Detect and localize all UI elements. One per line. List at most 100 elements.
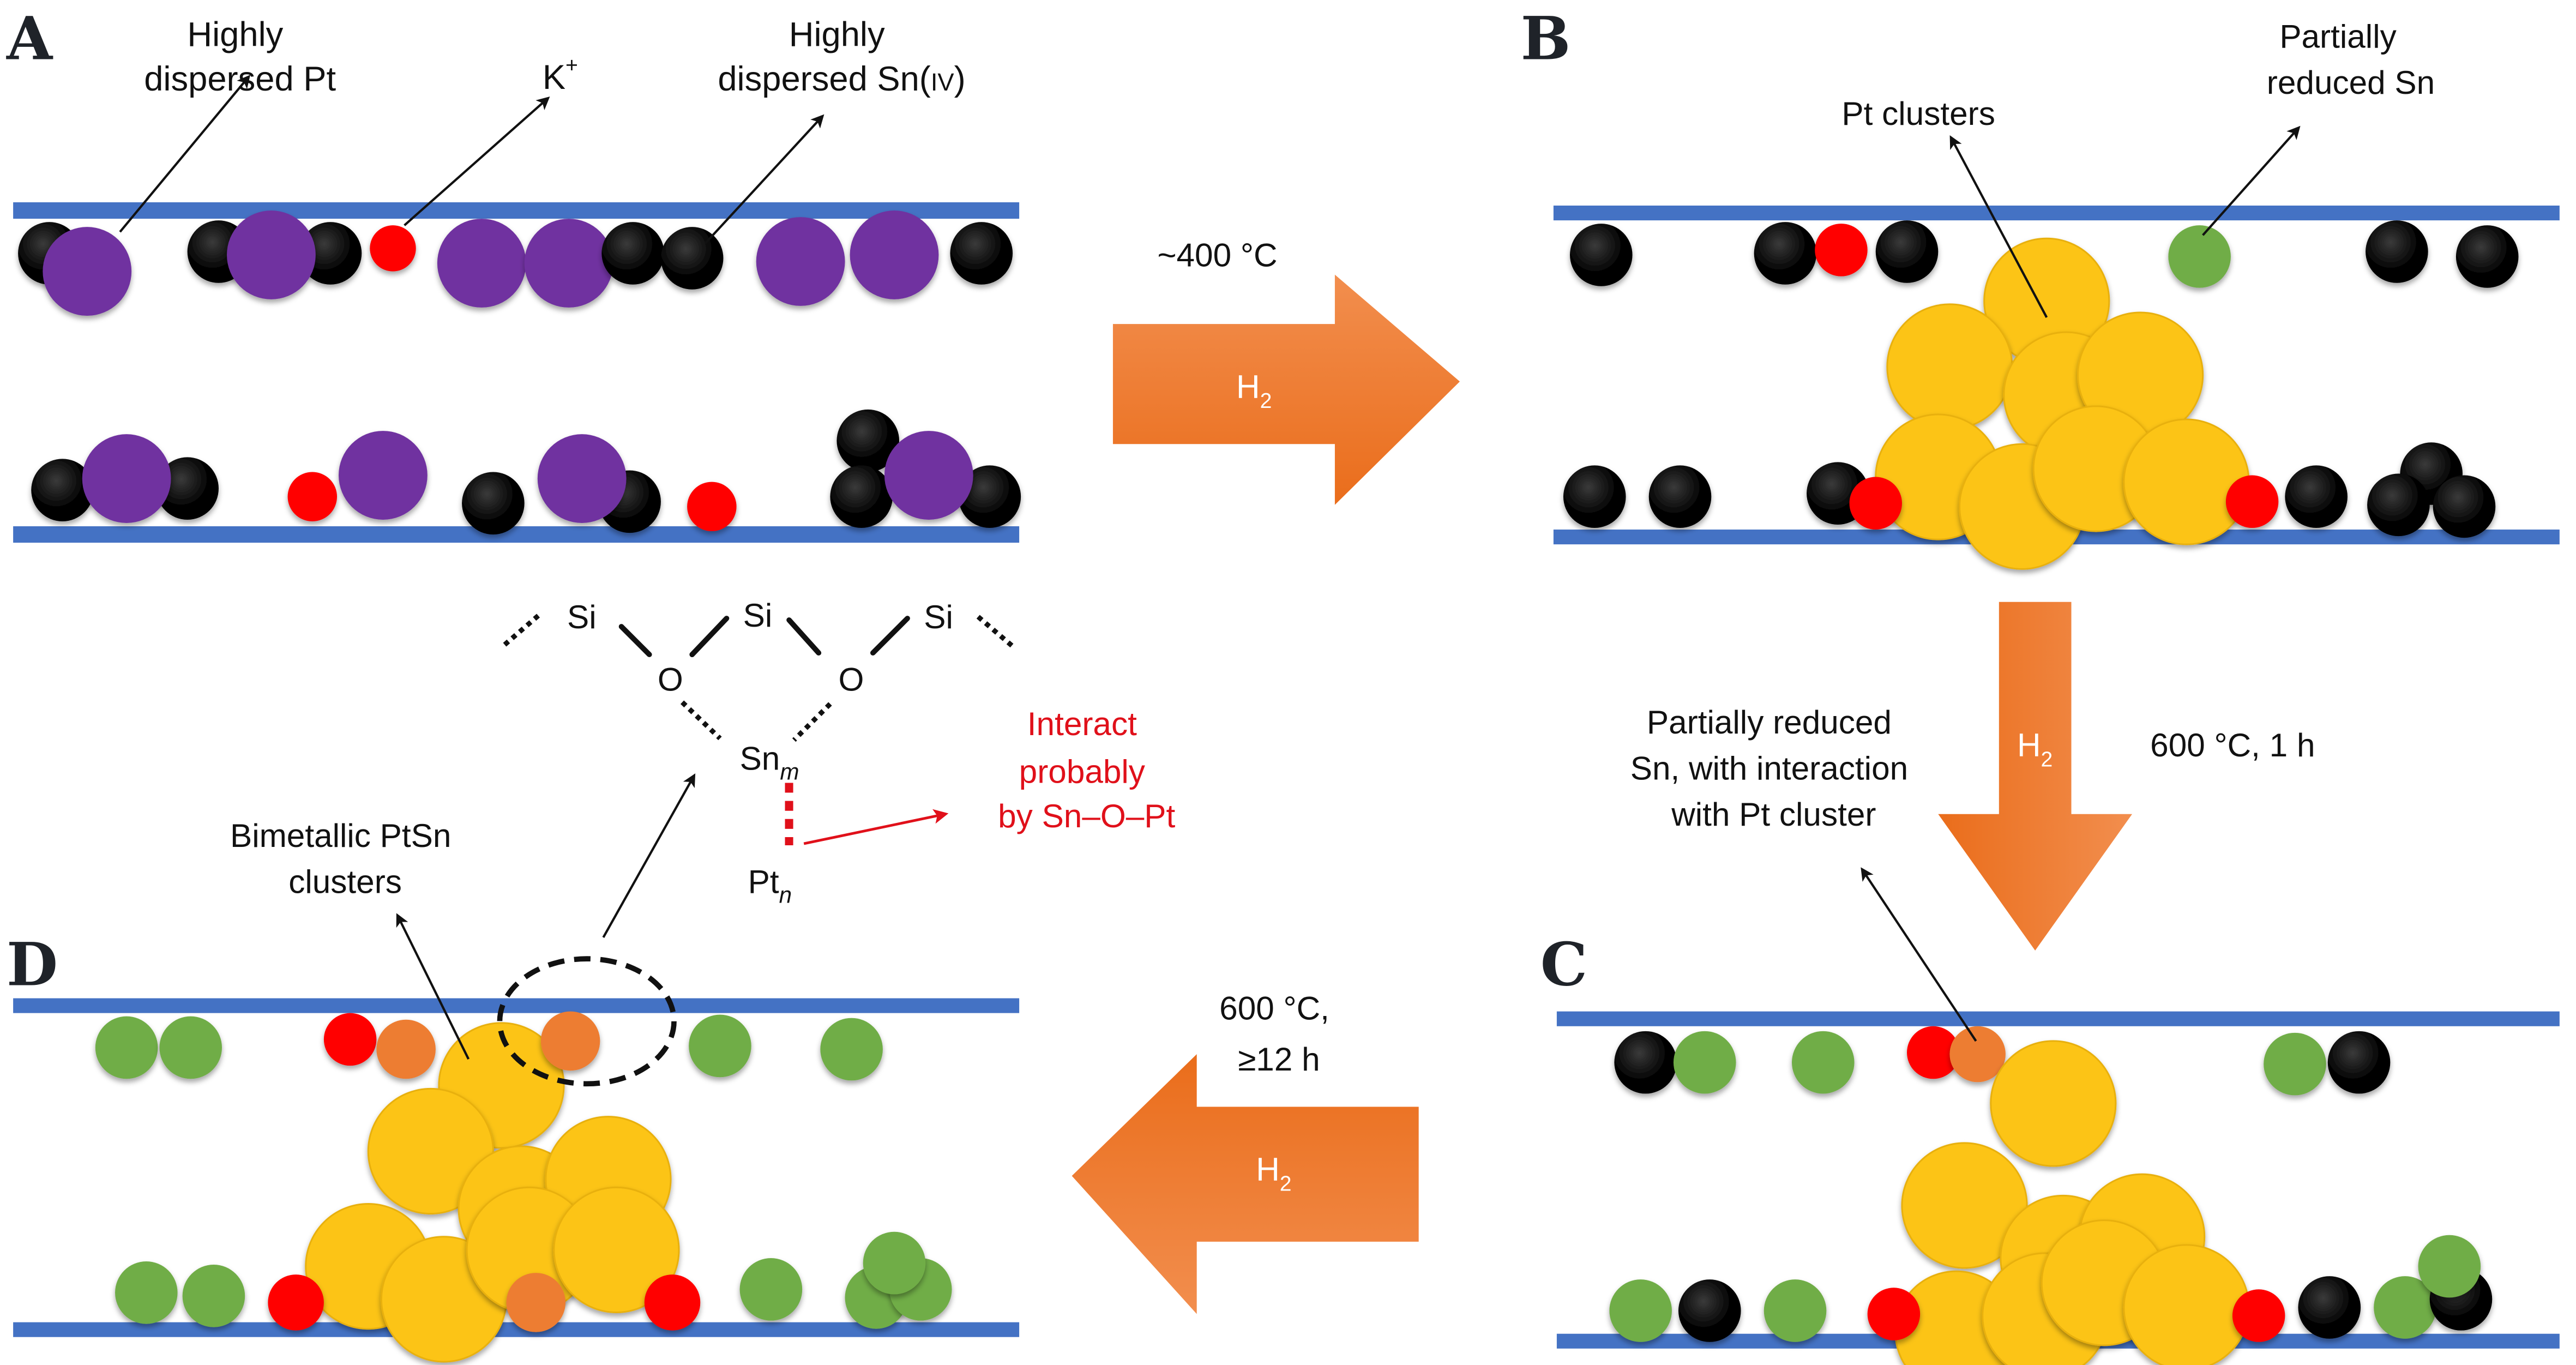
- k-ion-atom: [1815, 224, 1868, 276]
- support-surface-bottom: [13, 1322, 1020, 1337]
- atom-sn: Snm: [740, 739, 799, 784]
- atom-si-2: Si: [743, 597, 773, 634]
- reduced-sn-atom: [2168, 225, 2231, 288]
- reduced-sn-atom: [115, 1261, 178, 1324]
- dispersed-pt-atom: [884, 431, 973, 520]
- label-pt-clusters: Pt clusters: [1841, 95, 1995, 132]
- interacting-sn-atom: [376, 1019, 436, 1079]
- label-partially-reduced-sn: Partially reduced Sn: [2267, 17, 2435, 100]
- panel-d: D Bimetallic PtSn clusters: [7, 773, 1020, 1363]
- sn-oxide-atom: [2367, 473, 2430, 537]
- atom-o-2: O: [838, 661, 864, 698]
- pointer-arrow-sn: [704, 114, 824, 244]
- gas-label-c-to-d: H2: [1256, 1151, 1291, 1195]
- condition-c-to-d: 600 °C, ≥12 h: [1219, 990, 1338, 1078]
- atoms-panel-c: [1609, 1026, 2493, 1365]
- sn-oxide-atom: [1614, 1031, 1677, 1094]
- support-surface-top: [13, 202, 1020, 219]
- sn-oxide-atom: [836, 409, 900, 472]
- reduced-sn-atom: [689, 1014, 751, 1078]
- gas-label-a-to-b: H2: [1236, 368, 1272, 413]
- label-interacting-sn: Partially reduced Sn, with interaction w…: [1630, 703, 1917, 833]
- sn-oxide-atom: [1754, 222, 1817, 285]
- pt-cluster-atom: [2123, 1244, 2250, 1365]
- reduced-sn-atom: [1673, 1031, 1736, 1094]
- support-surface-top: [1556, 1011, 2560, 1026]
- support-surface-top: [1553, 205, 2560, 221]
- reduced-sn-atom: [159, 1016, 222, 1079]
- panel-letter-b: B: [1521, 4, 1571, 74]
- support-surface-bottom: [13, 526, 1020, 543]
- sn-oxide-atom: [1875, 220, 1939, 283]
- sn-oxide-atom: [1570, 224, 1633, 286]
- pt-cluster-atom: [2123, 418, 2250, 545]
- label-dispersed-sn: Highly dispersed Sn(IV): [718, 15, 965, 98]
- sn-oxide-atom: [601, 222, 664, 285]
- atoms-panel-a: [18, 211, 1021, 535]
- k-ion-atom: [287, 472, 338, 521]
- pt-cluster-atom: [1886, 303, 2013, 430]
- pt-cluster-atom: [1990, 1040, 2117, 1167]
- reduced-sn-atom: [863, 1231, 926, 1295]
- reduced-sn-atom: [2418, 1235, 2481, 1298]
- k-ion-atom: [1849, 477, 1902, 530]
- transition-arrow-c-to-d: 600 °C, ≥12 h H2: [1072, 990, 1419, 1314]
- reduced-sn-atom: [1791, 1031, 1855, 1094]
- reduced-sn-atom: [739, 1258, 803, 1321]
- pointer-arrow-pt-clusters: [1949, 135, 2048, 318]
- interacting-sn-atom: [1949, 1026, 2006, 1083]
- atom-pt: Ptn: [748, 863, 792, 907]
- sn-oxide-atom: [2285, 465, 2348, 528]
- reduced-sn-atom: [2374, 1276, 2436, 1339]
- pointer-arrow-pt: [119, 75, 251, 233]
- k-ion-atom: [268, 1274, 324, 1331]
- pt-cluster-atom: [553, 1186, 680, 1314]
- atoms-panel-d: [95, 1011, 952, 1363]
- pt-cluster-atom: [1901, 1142, 2028, 1269]
- right-arrow-icon: [1112, 274, 1460, 505]
- atom-si-1: Si: [567, 598, 597, 635]
- dispersed-pt-atom: [537, 434, 627, 523]
- panel-letter-d: D: [7, 929, 58, 999]
- label-bimetallic-ptsn: Bimetallic PtSn clusters: [230, 817, 460, 900]
- k-ion-atom: [687, 482, 737, 532]
- panel-letter-a: A: [6, 4, 53, 74]
- highlight-circle: [497, 956, 677, 1087]
- atoms-panel-b: [1563, 220, 2519, 570]
- k-ion-atom: [2225, 475, 2279, 528]
- sn-oxide-atom: [2433, 475, 2496, 538]
- condition-a-to-b: ~400 °C: [1157, 237, 1277, 274]
- reduced-sn-atom: [1609, 1279, 1672, 1342]
- sn-oxide-atom: [31, 459, 94, 521]
- sn-oxide-atom: [2298, 1276, 2361, 1339]
- dispersed-pt-atom: [850, 211, 939, 299]
- sn-o-pt-structure: Si Si Si O O Snm Ptn Interact probably b…: [503, 597, 1175, 908]
- k-ion-atom: [370, 225, 416, 272]
- dotted-bonds: [503, 611, 1014, 742]
- sn-oxide-atom: [950, 222, 1013, 285]
- pt-cluster-atom: [367, 1087, 494, 1215]
- gas-label-b-to-c: H2: [2017, 726, 2053, 771]
- reduced-sn-atom: [1764, 1279, 1827, 1342]
- label-interaction-note: Interact probably by Sn–O–Pt: [998, 705, 1175, 834]
- dispersed-pt-atom: [82, 434, 171, 523]
- left-arrow-icon: [1072, 1054, 1419, 1314]
- sn-oxide-atom: [958, 465, 1021, 528]
- sn-oxide-atom: [1648, 465, 1712, 528]
- label-k-ion: K+: [543, 54, 578, 97]
- panel-b: B Pt clusters Partially reduced Sn: [1521, 4, 2560, 570]
- panel-c: C Partially reduced Sn, with interaction…: [1540, 703, 2560, 1365]
- k-ion-atom: [1907, 1026, 1960, 1079]
- reduced-sn-atom: [95, 1016, 158, 1079]
- sn-oxide-atom: [299, 222, 362, 285]
- sn-oxide-atom: [660, 227, 724, 290]
- dispersed-pt-atom: [756, 217, 845, 306]
- sn-oxide-atom: [462, 472, 525, 535]
- pointer-arrow-zoom-structure: [602, 773, 696, 938]
- transition-arrow-b-to-c: H2 600 °C, 1 h: [1938, 602, 2315, 951]
- transition-arrow-a-to-b: ~400 °C H2: [1112, 237, 1460, 505]
- pointer-arrow-interacting-sn: [1861, 867, 1977, 1042]
- sn-oxide-atom: [1678, 1279, 1741, 1342]
- down-arrow-icon: [1938, 602, 2133, 951]
- panel-letter-c: C: [1540, 929, 1587, 999]
